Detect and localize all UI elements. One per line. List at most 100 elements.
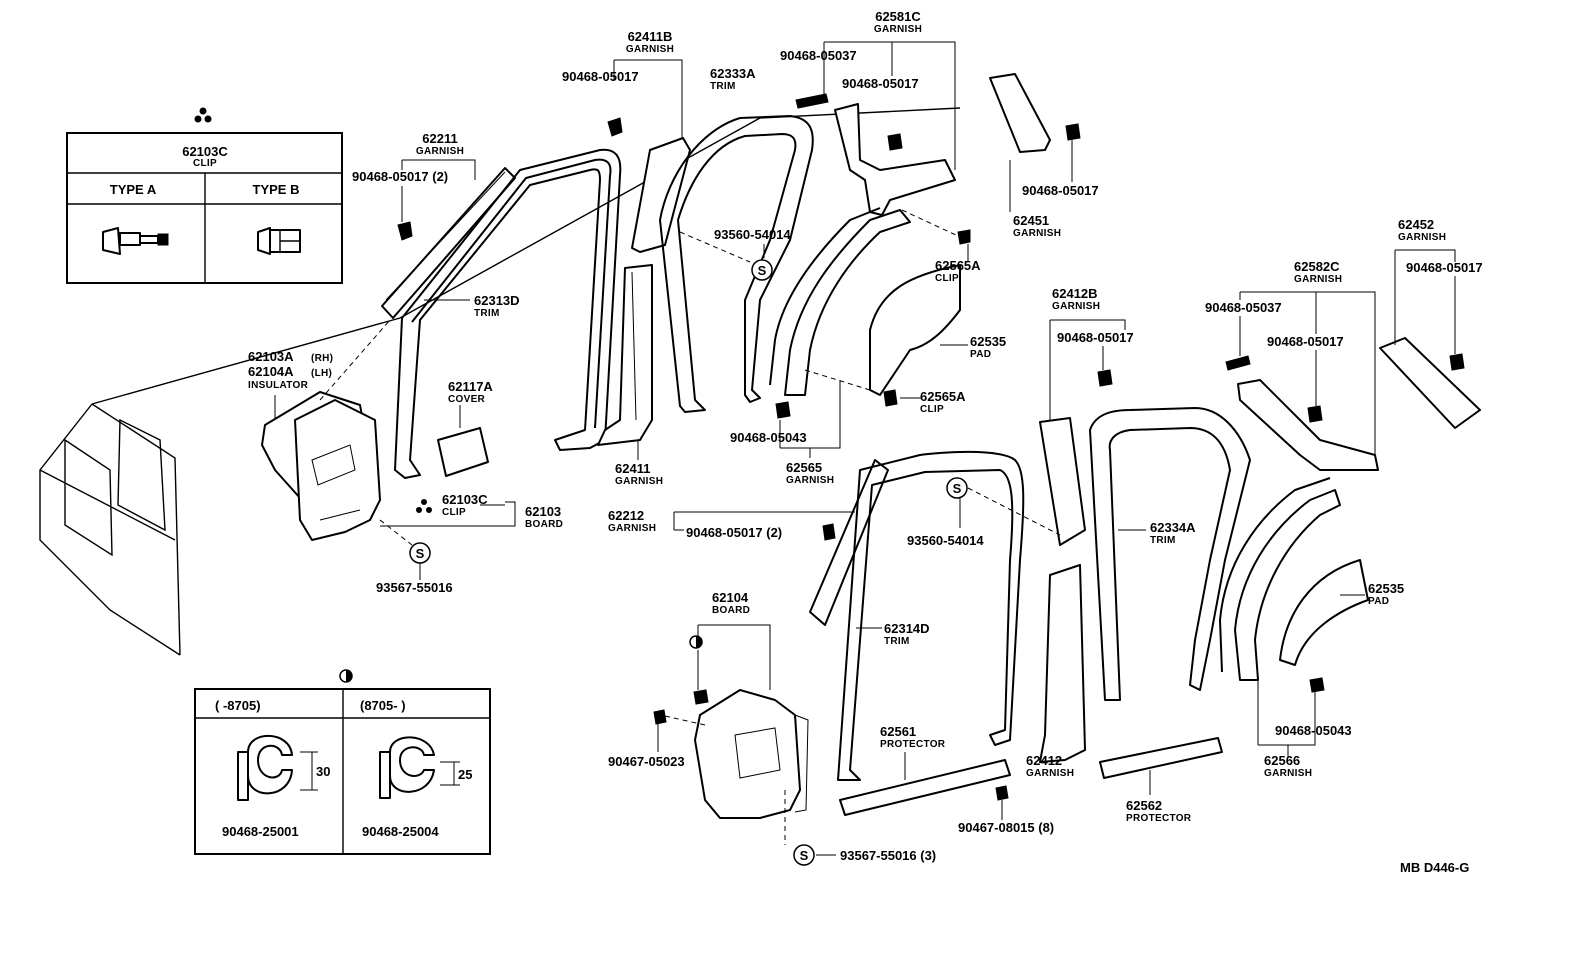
label-90468-05017-a: 90468-05017 — [562, 69, 639, 84]
label-90468-05037-a: 90468-05037 — [780, 48, 857, 63]
board-62103-shape — [294, 399, 381, 541]
label-90468-05017-2b: 90468-05017 (2) — [686, 525, 782, 540]
label-62565A-b-desc: CLIP — [920, 404, 944, 415]
svg-text:S: S — [416, 546, 425, 561]
garnish-62581C-shape — [834, 103, 956, 216]
bracket-b-dim: 25 — [458, 767, 472, 782]
garnish-62582C-shape — [1237, 379, 1379, 471]
label-62452: 62452 — [1398, 217, 1434, 232]
garnish-62566-shape — [1234, 489, 1341, 681]
label-90467-08015: 90467-08015 (8) — [958, 820, 1054, 835]
label-62412-desc: GARNISH — [1026, 768, 1074, 779]
label-90468-05017-2a: 90468-05017 (2) — [352, 169, 448, 184]
bracket-a-part: 90468-25001 — [222, 824, 299, 839]
label-62452-desc: GARNISH — [1398, 232, 1446, 243]
label-90468-05017-b: 90468-05017 — [842, 76, 919, 91]
garnish-62412-shape — [1039, 564, 1086, 763]
label-62103C: 62103C — [442, 492, 488, 507]
protector-62562-shape — [1099, 737, 1223, 779]
garnish-62212-shape — [809, 459, 889, 626]
label-62333A-desc: TRIM — [710, 81, 736, 92]
garnish-62452-shape — [1379, 337, 1481, 429]
s-symbol-2: S — [409, 542, 431, 564]
bracket-b-part: 90468-25004 — [362, 824, 439, 839]
bracket-table: ( -8705) (8705- ) 30 90468-25001 25 9046… — [194, 669, 491, 855]
bracket-b-icon: 25 — [379, 736, 472, 799]
label-62565-desc: GARNISH — [786, 475, 834, 486]
svg-text:INSULATOR: INSULATOR — [248, 380, 309, 391]
car-body-outline — [39, 107, 961, 656]
label-90468-05017-e: 90468-05017 — [1267, 334, 1344, 349]
bracket-a-dim: 30 — [316, 764, 330, 779]
garnish-62412B-shape — [1039, 417, 1086, 546]
label-90468-05037-b: 90468-05037 — [1205, 300, 1282, 315]
label-90468-05043-b: 90468-05043 — [1275, 723, 1352, 738]
clip-type-a-label: TYPE A — [110, 182, 157, 197]
bracket-col1-label: ( -8705) — [215, 698, 261, 713]
label-62565A-a-desc: CLIP — [935, 273, 959, 284]
label-62313D-desc: TRIM — [474, 308, 500, 319]
trim-62314D-shape — [837, 450, 1025, 781]
trim-62313D-shape — [394, 148, 622, 479]
clip-table: 62103C CLIP TYPE A TYPE B — [66, 107, 343, 284]
label-90468-05017-d: 90468-05017 — [1406, 260, 1483, 275]
label-62566: 62566 — [1264, 753, 1300, 768]
label-62212-desc: GARNISH — [608, 523, 656, 534]
label-62212: 62212 — [608, 508, 644, 523]
label-62104: 62104 — [712, 590, 749, 605]
pad-62535-right-shape — [1279, 559, 1369, 666]
bracket-col2-label: (8705- ) — [360, 698, 406, 713]
label-62411B: 62411B — [628, 29, 673, 44]
label-62566-desc: GARNISH — [1264, 768, 1312, 779]
label-62412B-desc: GARNISH — [1052, 301, 1100, 312]
label-62104A: 62104A (LH) INSULATOR — [248, 364, 332, 391]
garnish-62411-shape — [597, 264, 653, 446]
label-62211: 62211 — [422, 131, 457, 146]
label-62334A: 62334A — [1150, 520, 1196, 535]
triangle-symbol — [194, 107, 212, 123]
label-62582C-desc: GARNISH — [1294, 274, 1342, 285]
label-62313D: 62313D — [474, 293, 520, 308]
label-62535-b-desc: PAD — [1368, 596, 1389, 607]
s-symbol-3: S — [946, 477, 968, 499]
label-62561-desc: PROTECTOR — [880, 739, 946, 750]
clip-table-part-no: 62103C — [182, 144, 228, 159]
clip-icons-left — [397, 93, 1081, 513]
label-62562-desc: PROTECTOR — [1126, 813, 1192, 824]
label-62411-desc: GARNISH — [615, 476, 663, 487]
label-62412: 62412 — [1026, 753, 1062, 768]
label-62334A-desc: TRIM — [1150, 535, 1176, 546]
board-62104-shape — [694, 689, 801, 819]
label-62412B: 62412B — [1052, 286, 1098, 301]
protector-62561-shape — [839, 759, 1011, 816]
garnish-62211-shape — [381, 167, 516, 319]
label-93567-55016-3: 93567-55016 (3) — [840, 848, 936, 863]
diagram-code: MB D446-G — [1400, 860, 1469, 875]
trim-62334A-shape — [1089, 407, 1251, 701]
cover-62117A-shape — [437, 427, 489, 477]
label-62565: 62565 — [786, 460, 822, 475]
label-90467-05023: 90467-05023 — [608, 754, 685, 769]
clip-type-b-icon — [257, 227, 301, 255]
garnish-62565-shape — [784, 209, 911, 396]
clip-type-b-label: TYPE B — [253, 182, 300, 197]
label-62211-desc: GARNISH — [416, 146, 464, 157]
label-62411: 62411 — [615, 461, 650, 476]
clip-table-desc: CLIP — [193, 158, 217, 169]
garnish-62451-shape — [989, 73, 1051, 153]
leader-lines — [274, 41, 1456, 856]
label-62103A: 62103A (RH) — [248, 349, 333, 364]
svg-text:S: S — [953, 481, 962, 496]
label-62117A: 62117A — [448, 379, 493, 394]
label-93560-54014-b: 93560-54014 — [907, 533, 984, 548]
half-circle-symbol — [339, 669, 353, 683]
svg-text:S: S — [800, 848, 809, 863]
svg-text:62103A: 62103A — [248, 349, 294, 364]
garnish-62411B-shape — [631, 137, 691, 253]
label-62582C: 62582C — [1294, 259, 1340, 274]
label-62103: 62103 — [525, 504, 561, 519]
label-62535-b: 62535 — [1368, 581, 1404, 596]
label-62562: 62562 — [1126, 798, 1162, 813]
label-62451: 62451 — [1013, 213, 1049, 228]
pad-62535-shape — [869, 264, 961, 396]
